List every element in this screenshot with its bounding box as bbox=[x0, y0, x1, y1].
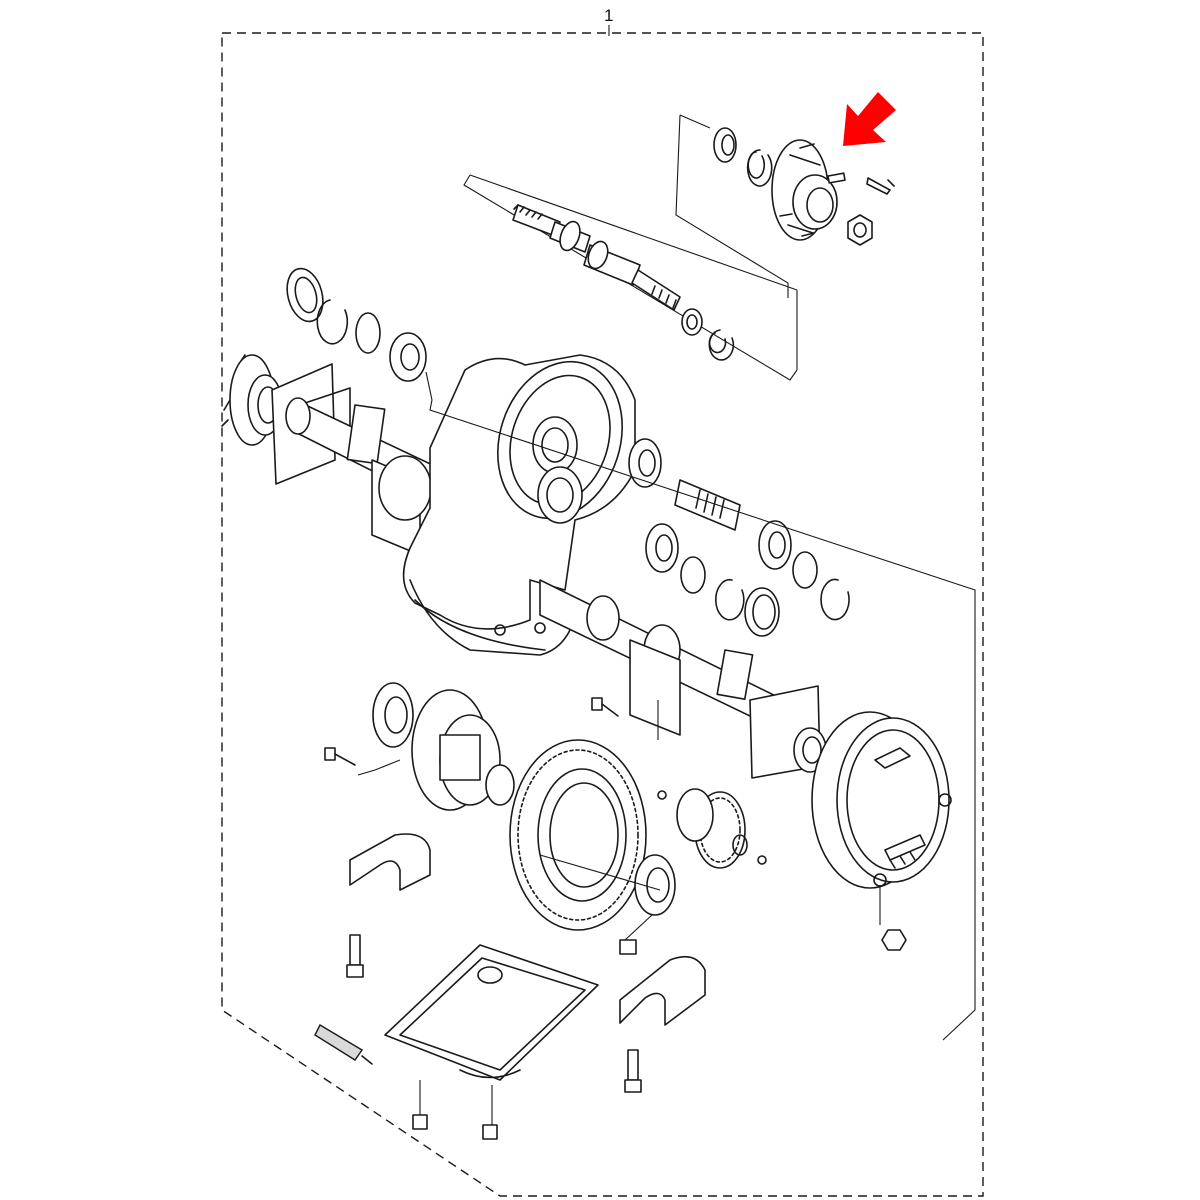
hub-bearing bbox=[713, 127, 737, 163]
differential-cover[interactable] bbox=[384, 944, 599, 1081]
wheel-hub-group[interactable] bbox=[675, 92, 896, 298]
wheel-hub bbox=[771, 139, 846, 241]
bearing-cap-right[interactable] bbox=[619, 955, 706, 1026]
shaft-snap-ring bbox=[708, 329, 735, 361]
bolt-cover-1 bbox=[412, 1114, 428, 1130]
hub-snap-ring bbox=[746, 149, 773, 187]
pinion-gear-set[interactable] bbox=[628, 438, 850, 637]
bearing-cap-left[interactable] bbox=[349, 833, 431, 891]
left-axle-tube[interactable] bbox=[285, 397, 461, 556]
axle-shaft bbox=[512, 204, 681, 311]
assembly-callout-number: 1 bbox=[604, 6, 613, 25]
drive-gear-set[interactable] bbox=[634, 788, 767, 916]
ring-gear[interactable] bbox=[509, 739, 647, 931]
differential-housing[interactable] bbox=[402, 345, 642, 656]
bolt-housing bbox=[591, 697, 619, 717]
cover-nut bbox=[619, 939, 637, 955]
drain-plug bbox=[482, 1124, 498, 1140]
bolt-cap-left bbox=[346, 934, 364, 978]
bolt-cap-right bbox=[624, 1049, 642, 1093]
brake-assembly[interactable] bbox=[811, 711, 952, 951]
shaft-seal-ring bbox=[681, 308, 703, 336]
hub-castle-nut bbox=[847, 214, 873, 246]
bolt-set bbox=[314, 697, 642, 1140]
left-seal-set bbox=[286, 267, 433, 401]
hub-cotter-pin bbox=[866, 177, 895, 195]
leader-lines bbox=[357, 399, 976, 1125]
pointer-arrow-icon bbox=[843, 92, 896, 146]
bolt-left-case bbox=[324, 747, 356, 766]
axle-shaft-group[interactable] bbox=[463, 174, 798, 381]
sealant-tube bbox=[314, 1024, 373, 1065]
assembly-boundary bbox=[221, 32, 984, 1197]
differential-case[interactable] bbox=[372, 682, 515, 811]
right-axle-tube[interactable] bbox=[539, 579, 827, 779]
hub-group-bracket bbox=[675, 114, 789, 298]
